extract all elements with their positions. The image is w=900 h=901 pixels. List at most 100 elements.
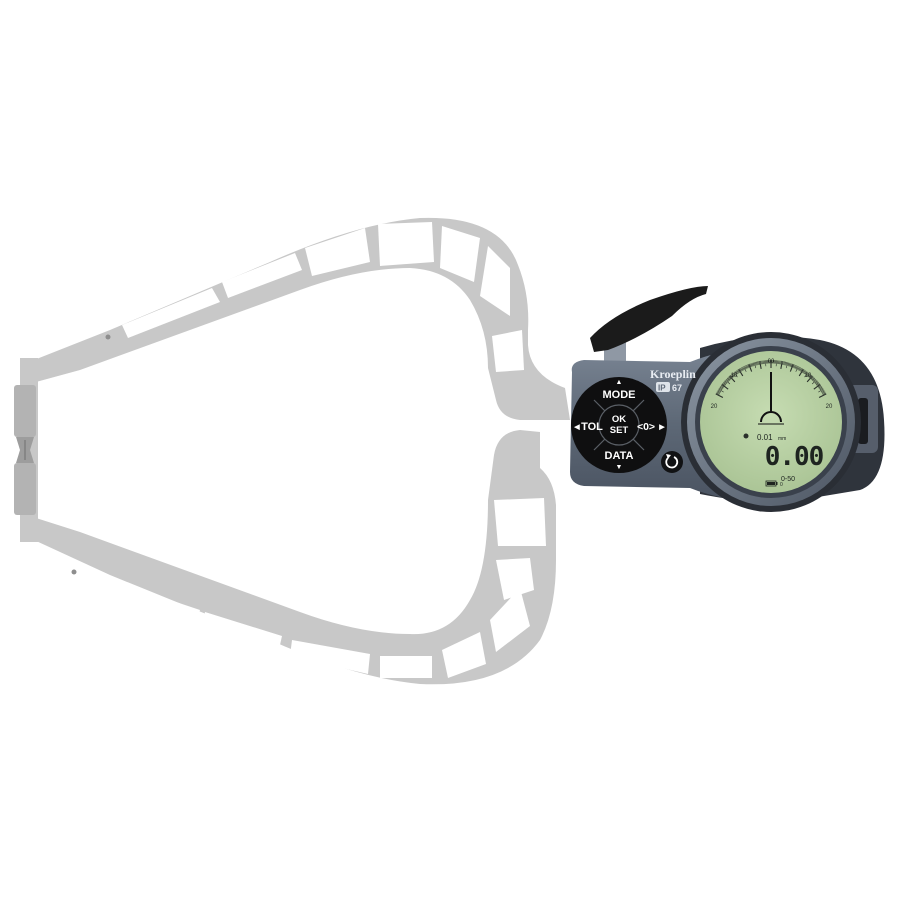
dial-tick <box>720 384 725 388</box>
scale-label-right-low: 20 <box>826 404 833 410</box>
dial-tick <box>787 362 790 367</box>
resolution-text: 0.01 <box>757 433 773 442</box>
dial-tick <box>716 391 721 394</box>
dial-tick <box>802 369 805 373</box>
mode-label: MODE <box>603 389 636 401</box>
data-label: DATA <box>605 450 634 462</box>
dial-tick <box>758 361 760 365</box>
dial-tick <box>756 361 758 366</box>
dial-tick <box>819 387 823 391</box>
dial-tick <box>730 374 733 379</box>
dial-tick <box>783 361 785 365</box>
dial-tick <box>743 366 747 372</box>
dial-tick <box>734 371 738 375</box>
dial-tick <box>809 374 812 379</box>
dial-tick <box>808 374 812 378</box>
dial-tick <box>784 361 786 366</box>
dial-tick <box>754 361 757 366</box>
dial-tick <box>818 393 827 398</box>
dial-tick <box>721 383 729 390</box>
dial-tick <box>723 382 727 385</box>
dial-tick <box>726 378 730 381</box>
dial-tick <box>795 365 798 370</box>
dial-tick <box>723 381 727 385</box>
data-button[interactable]: DATA ▼ <box>605 450 634 471</box>
dial-tick <box>797 366 800 371</box>
dial-tick <box>737 369 740 373</box>
dial-scale <box>715 360 827 398</box>
analog-needle-icon <box>758 372 784 425</box>
scale-label-top: 00 <box>768 359 775 365</box>
dial-tick <box>747 364 750 368</box>
dial-tick <box>817 384 822 388</box>
dial-tick <box>821 390 825 393</box>
arrow-right-icon: ▶ <box>658 424 665 431</box>
ip-prefix: IP <box>658 384 666 393</box>
dial-tick <box>753 362 757 369</box>
dial-tick <box>807 373 811 377</box>
release-lever[interactable] <box>590 286 708 372</box>
dial-tick <box>741 367 744 371</box>
ip-rating-badge: IP 67 <box>656 382 682 393</box>
dial-tick <box>780 360 782 365</box>
arrow-down-icon: ▼ <box>616 464 623 471</box>
dial-tick <box>735 370 738 375</box>
dial-tick <box>775 360 777 367</box>
dial-tick <box>806 372 810 376</box>
dial-tick <box>793 364 796 369</box>
dial-tick <box>779 360 781 365</box>
dial-tick <box>789 363 792 367</box>
ok-set-button[interactable]: OK SET <box>610 414 629 436</box>
dial-tick <box>798 368 804 377</box>
upper-arm <box>24 217 570 420</box>
dial-tick <box>794 365 797 369</box>
keypad <box>571 377 667 473</box>
set-label: SET <box>610 425 629 436</box>
dial-tick <box>780 360 783 370</box>
dial-tick <box>719 386 723 390</box>
dial-tick <box>718 388 724 393</box>
main-reading: 0.00 <box>765 442 824 472</box>
dial-tick <box>785 362 789 369</box>
dial-tick <box>717 390 721 393</box>
dial-tick <box>804 372 809 378</box>
dial-tick <box>750 363 753 367</box>
ip-value: 67 <box>672 383 682 393</box>
dial-tick <box>760 360 762 365</box>
mode-button[interactable]: ▲ MODE <box>603 379 636 401</box>
tol-label: TOL <box>581 421 603 433</box>
arrow-left-icon: ◀ <box>573 424 580 431</box>
dial-tick <box>806 375 813 383</box>
dial-tick <box>782 361 784 365</box>
dial-tick <box>822 392 826 395</box>
side-button[interactable] <box>858 398 868 444</box>
tol-button[interactable]: ◀ TOL <box>573 421 603 433</box>
dial-tick <box>748 363 753 372</box>
dial-tick <box>820 389 825 392</box>
dial-tick <box>789 363 794 372</box>
dial-tick <box>738 368 744 377</box>
dial-tick <box>745 365 748 369</box>
dial-tick <box>716 392 720 395</box>
caliper-frame <box>14 217 570 685</box>
scale-label-left: 10 <box>731 373 738 379</box>
dial-tick <box>815 381 819 385</box>
range-text: 0-50 <box>781 476 795 483</box>
dial-tick <box>803 370 806 374</box>
dial-tick <box>765 360 767 367</box>
dial-tick <box>821 391 826 394</box>
dial-tick <box>749 363 752 368</box>
dial-tick <box>725 379 731 385</box>
dial-tick <box>742 366 745 371</box>
dial-tick <box>727 377 731 381</box>
zero-button[interactable]: <0> ▶ <box>637 421 665 433</box>
reset-icon <box>665 454 679 469</box>
dial-tick <box>819 386 823 390</box>
dial-tick <box>729 375 736 383</box>
dial-tick <box>757 361 759 365</box>
reset-button[interactable] <box>661 451 683 473</box>
dial-tick <box>751 362 754 367</box>
dial-tick <box>731 373 735 377</box>
dial-tick <box>792 364 795 368</box>
